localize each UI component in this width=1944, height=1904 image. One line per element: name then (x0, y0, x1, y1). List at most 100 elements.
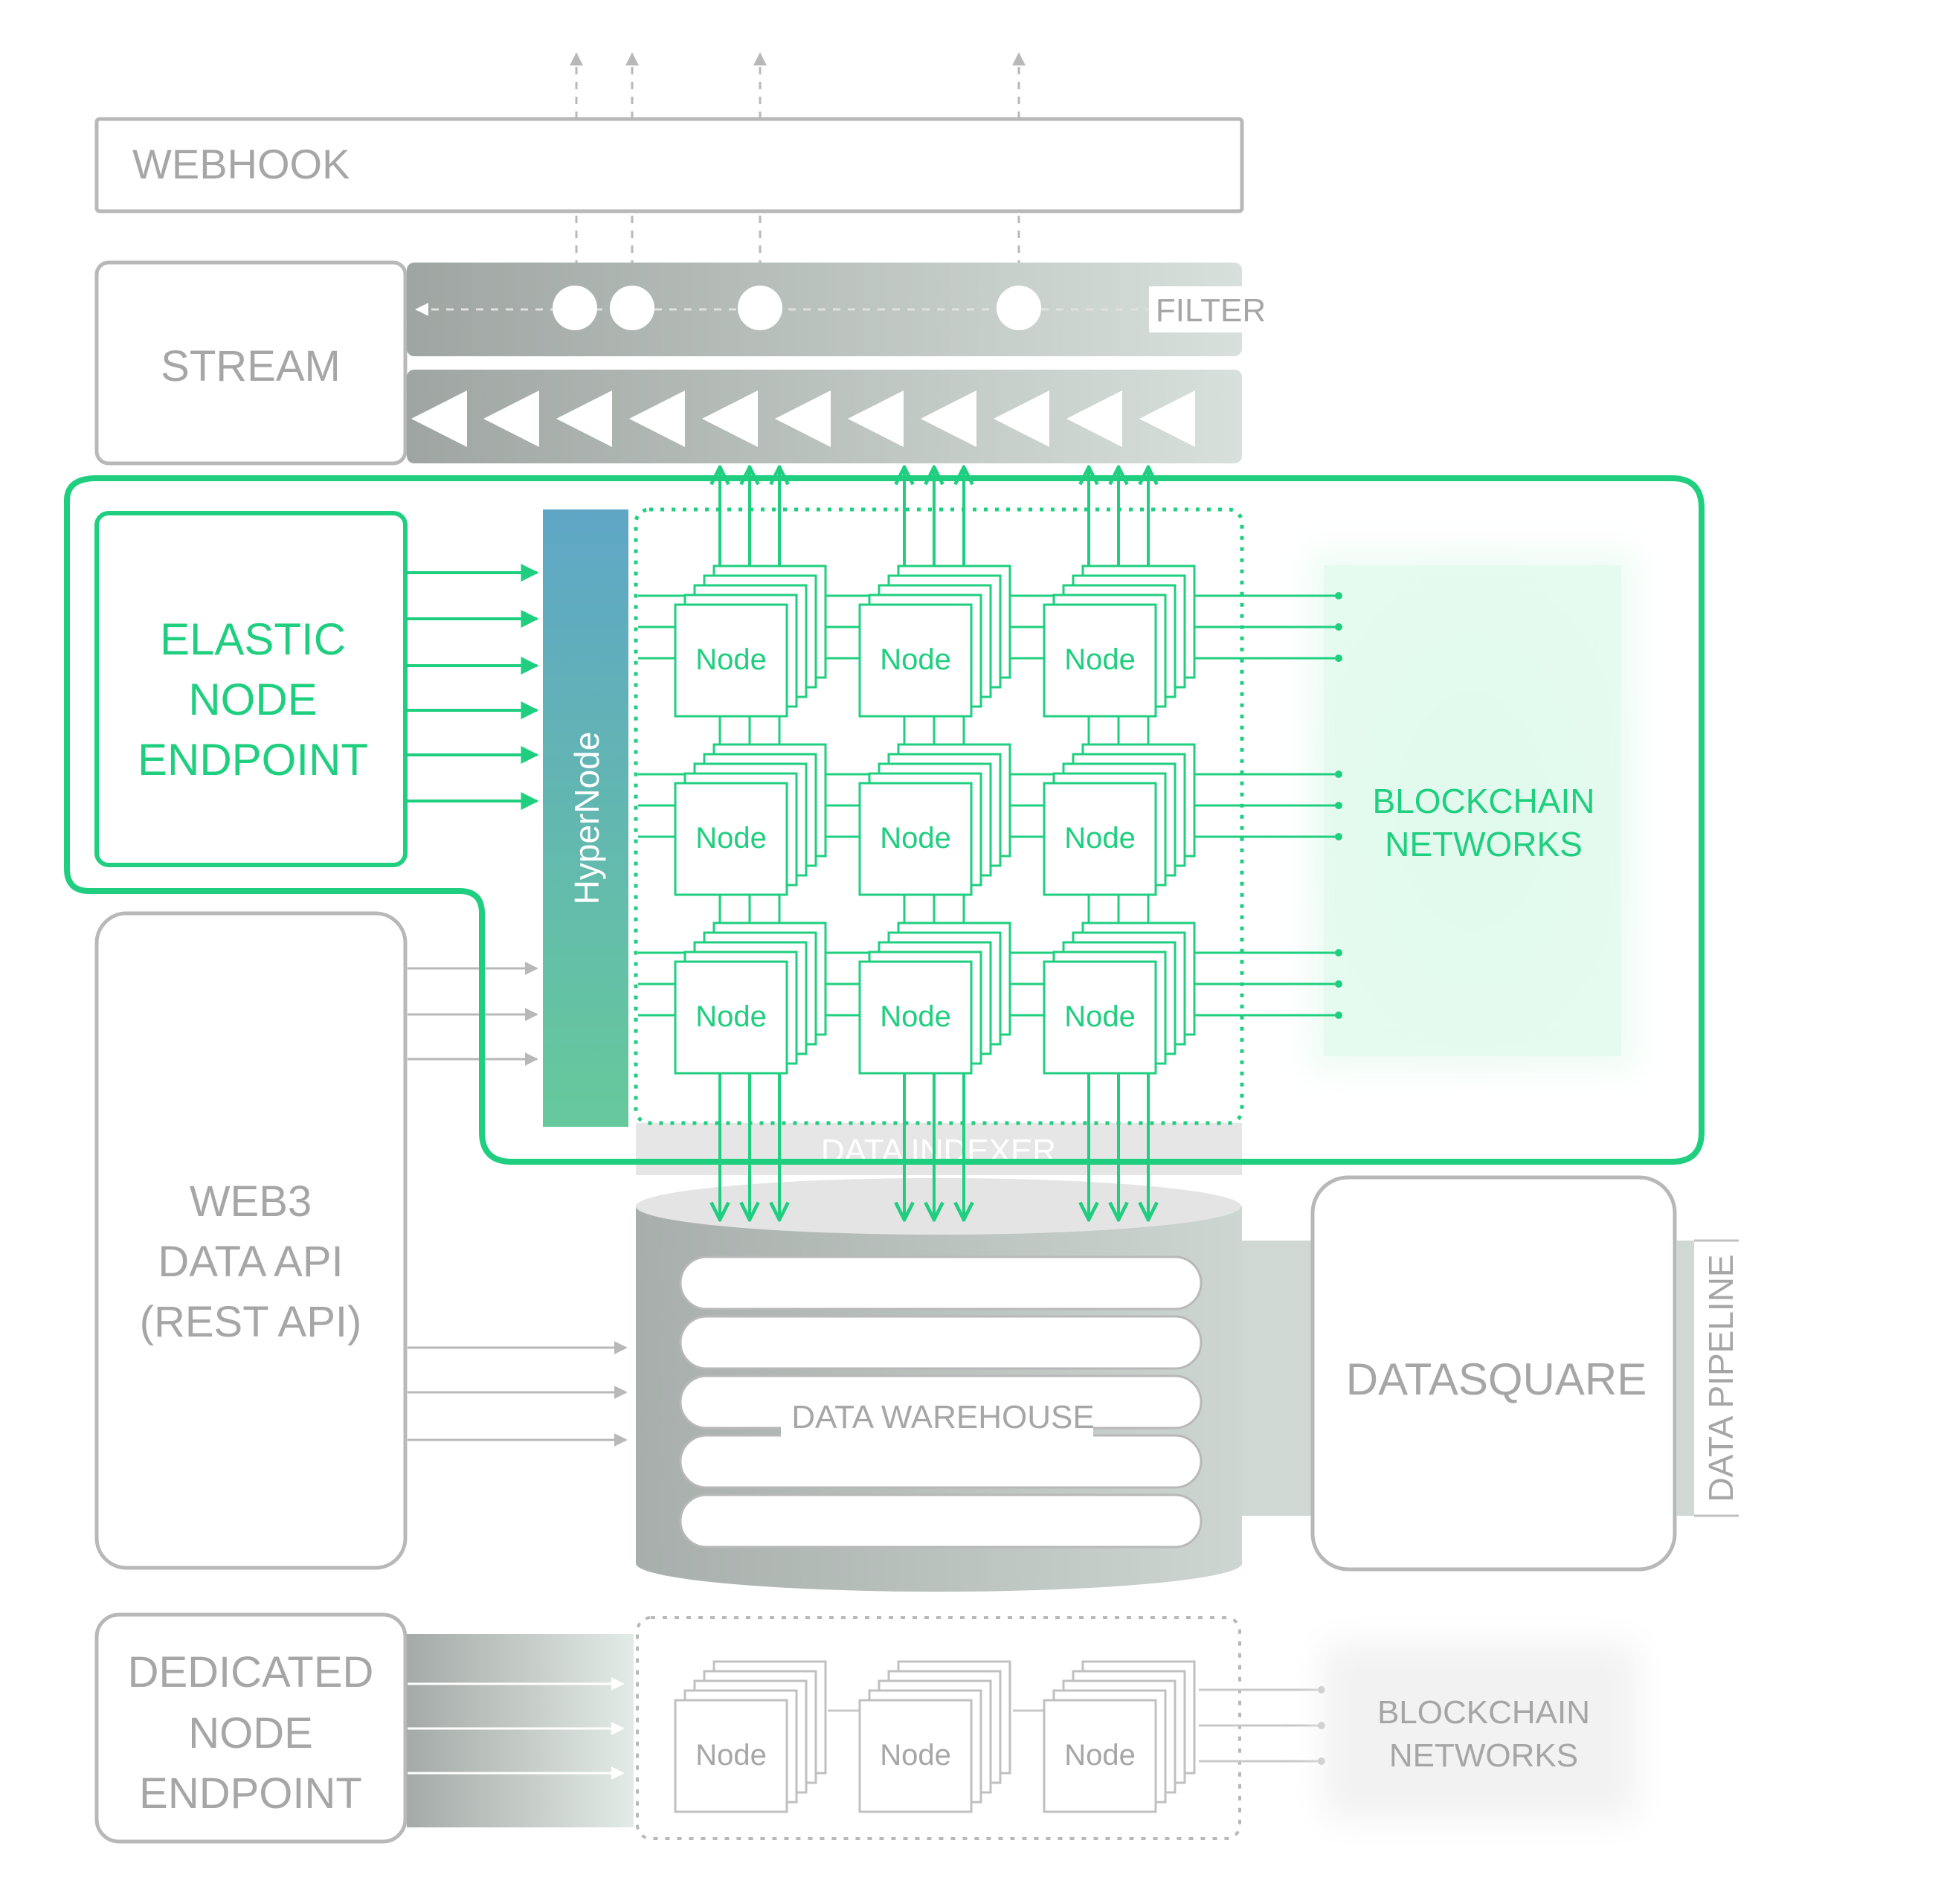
blockchain-bottom-line-2: NETWORKS (1389, 1737, 1578, 1774)
elastic-outline (64, 475, 1705, 1165)
node-layer (674, 960, 788, 1075)
elastic-line-2: NODE (188, 675, 317, 724)
node-label: Node (695, 1739, 767, 1772)
webhook-label: WEBHOOK (132, 141, 350, 187)
node-layer (858, 960, 973, 1075)
blockchain-bottom-glow (1324, 1644, 1636, 1818)
elastic-line-3: ENDPOINT (138, 735, 368, 785)
node-stack: Node (858, 565, 1011, 718)
link-end-dot (1335, 980, 1342, 988)
node-label: Node (880, 1000, 951, 1033)
filter-dot (997, 286, 1041, 330)
filter-label: FILTER (1156, 292, 1266, 329)
dedicated-line-1: DEDICATED (128, 1648, 374, 1696)
web3-to-warehouse-arrows (408, 1341, 628, 1447)
warehouse-connector (1242, 1241, 1314, 1516)
node-label: Node (695, 1000, 767, 1033)
blockchain-line-1: BLOCKCHAIN (1372, 782, 1594, 820)
stream-section: STREAM FILTER (94, 260, 1266, 466)
stream-label: STREAM (161, 342, 341, 390)
filter-label-bg (1149, 286, 1261, 332)
node-stack: Node (1043, 743, 1196, 896)
node-stack: Node (674, 922, 827, 1075)
filter-dot (553, 286, 597, 330)
node-layer (1043, 1699, 1157, 1813)
filter-dot (738, 286, 782, 330)
dedicated-node-stack: Node (858, 1660, 1011, 1813)
node-stack: Node (674, 565, 827, 718)
node-label: Node (695, 822, 767, 855)
webhook-section: WEBHOOK (94, 52, 1244, 327)
node-stack: Node (858, 743, 1011, 896)
web3-api-box (94, 911, 408, 1570)
web3-api-line-1: WEB3 (190, 1177, 312, 1226)
dedicated-node-links (828, 1688, 1320, 1763)
node-layer (858, 782, 973, 896)
blockchain-line-2: NETWORKS (1385, 825, 1583, 863)
dedicated-nodes: Node Node Node (674, 1660, 1196, 1813)
node-layer (1043, 603, 1157, 718)
node-layer (858, 603, 973, 718)
node-layer (674, 603, 788, 718)
node-io-arrows (720, 467, 1148, 1220)
node-layer (674, 782, 788, 896)
dedicated-arrows (408, 1677, 625, 1780)
datasquare-label: DATASQUARE (1346, 1354, 1647, 1404)
stream-flow-arrows (411, 390, 1195, 447)
node-cluster (634, 507, 1244, 1125)
link-end-dot (1335, 654, 1342, 662)
node-label: Node (880, 1739, 951, 1772)
blockchain-bottom-line-1: BLOCKCHAIN (1377, 1694, 1590, 1731)
node-label: Node (695, 643, 767, 676)
link-end-dot (1335, 771, 1342, 778)
node-stack: Node (858, 922, 1011, 1075)
datasquare-section: DATASQUARE DATA PIPELINE (1310, 1175, 1740, 1572)
link-end-dot (1335, 623, 1342, 631)
datasquare-box (1310, 1175, 1677, 1572)
node-label: Node (1064, 643, 1136, 676)
node-layer (858, 1699, 973, 1813)
link-end-dot (1335, 802, 1342, 809)
filter-dot (610, 286, 654, 330)
node-layer (1043, 782, 1157, 896)
elastic-line-1: ELASTIC (160, 614, 346, 664)
elastic-to-hypernode-arrows (408, 564, 539, 810)
dedicated-node-cluster (636, 1616, 1241, 1840)
node-label: Node (880, 822, 951, 855)
pipeline-bar (1676, 1241, 1694, 1516)
warehouse-label: DATA WAREHOUSE (791, 1399, 1094, 1435)
node-layer (674, 1699, 788, 1813)
link-end-dot (1335, 833, 1342, 840)
data-indexer-band (636, 1123, 1242, 1175)
link-end-dot (1335, 1012, 1342, 1019)
dedicated-line-2: NODE (188, 1709, 313, 1757)
node-label: Node (880, 643, 951, 676)
web3-api-section: WEB3 DATA API (REST API) (94, 911, 628, 1570)
hypernode-label: HyperNode (567, 732, 606, 905)
data-warehouse: DATA WAREHOUSE (636, 1178, 1242, 1592)
node-label: Node (1064, 1000, 1136, 1033)
elastic-box (94, 511, 408, 867)
webhook-box (94, 117, 1244, 213)
web3-api-line-3: (REST API) (140, 1298, 362, 1346)
web3-api-line-2: DATA API (158, 1238, 343, 1286)
node-label: Node (1064, 822, 1136, 855)
hypernode-bar (543, 509, 628, 1127)
node-label: Node (1064, 1739, 1136, 1772)
link-end-dot (1335, 592, 1342, 599)
node-stack: Node (1043, 922, 1196, 1075)
dedicated-node-stack: Node (1043, 1660, 1196, 1813)
dedicated-line-3: ENDPOINT (139, 1769, 362, 1818)
dedicated-node-stack: Node (674, 1660, 827, 1813)
node-stack: Node (1043, 565, 1196, 718)
dedicated-section: DEDICATED NODE ENDPOINT Node Node Node BLO… (94, 1612, 1636, 1844)
dedicated-band (407, 1634, 634, 1827)
elastic-section: ELASTIC NODE ENDPOINT (94, 511, 539, 867)
pipeline-label: DATA PIPELINE (1702, 1254, 1740, 1502)
stream-box (94, 260, 408, 466)
web3-to-hypernode-arrows (408, 962, 538, 1066)
dedicated-box (94, 1612, 408, 1844)
node-stack: Node (674, 743, 827, 896)
